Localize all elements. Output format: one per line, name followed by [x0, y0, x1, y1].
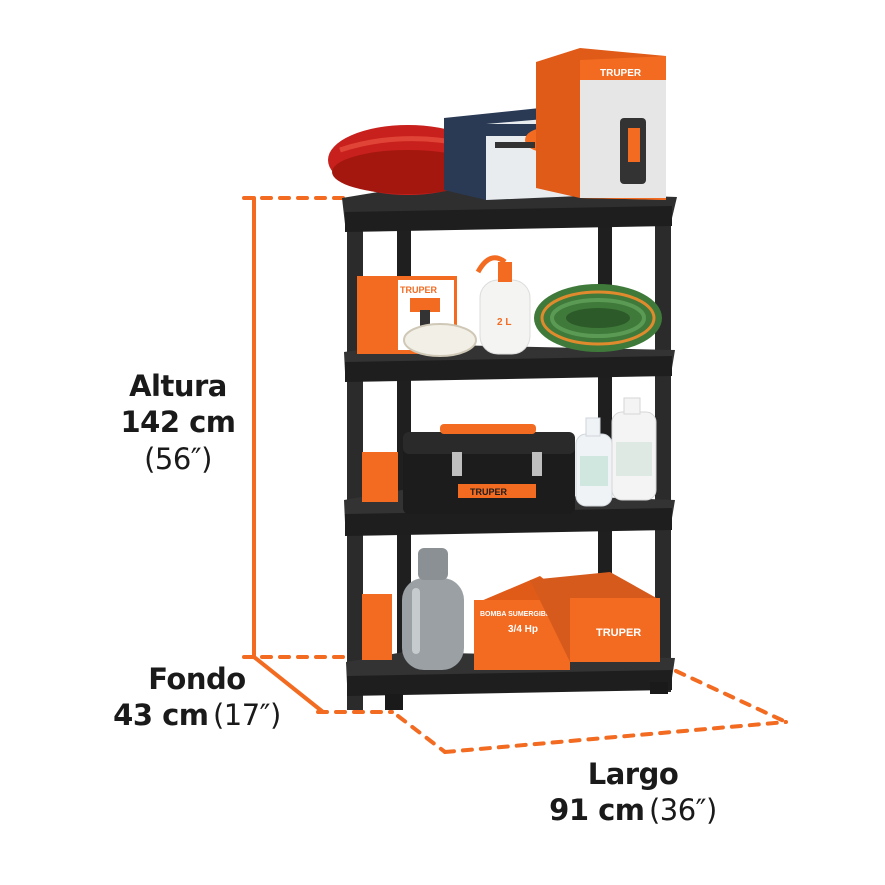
width-left-tick — [396, 714, 447, 754]
foot-left — [385, 694, 403, 710]
toolbox-latch-left — [452, 452, 462, 476]
detergent-bottle-small-cap — [585, 417, 601, 437]
detergent-bottle-small-label — [580, 456, 608, 486]
gas-tank-shine — [412, 588, 420, 654]
width-right-tick — [674, 669, 788, 724]
width-title: Largo — [587, 757, 679, 791]
pump-box-label: BOMBA SUMERGIBLE — [480, 611, 555, 618]
pressure-washer-brand: TRUPER — [600, 68, 642, 79]
sprayer-handle — [475, 255, 507, 274]
bottom-shelf-items: BOMBA SUMERGIBLE 3/4 Hp TRUPER — [362, 548, 660, 670]
top-shelf-items: TRUPER — [328, 48, 666, 200]
depth-imperial: (17″) — [212, 698, 281, 733]
toolbox-lid — [403, 432, 575, 454]
height-label: Altura 142 cm (56″) — [108, 368, 248, 477]
shelf-3-edge — [345, 508, 672, 536]
sprayer-neck — [498, 262, 512, 282]
right-bottom-box-front — [570, 598, 660, 662]
depth-title: Fondo — [148, 662, 246, 696]
height-title: Altura — [129, 369, 227, 403]
rope-coil — [403, 323, 477, 357]
pressure-washer-accent — [628, 128, 640, 162]
shelf-bottom-edge — [347, 670, 672, 696]
shelf-top-edge — [345, 206, 672, 232]
detergent-bottle-large-cap — [623, 397, 641, 415]
drill-handle — [420, 310, 430, 332]
dimension-lines — [242, 196, 788, 754]
garden-hose-ring-2 — [550, 298, 646, 338]
width-imperial: (36″) — [648, 793, 717, 828]
shelf-2-edge — [345, 356, 672, 382]
bottom-orange-box — [362, 594, 392, 660]
foot-right — [650, 682, 668, 694]
drill-graphic — [410, 298, 440, 312]
pump-box-hp: 3/4 Hp — [508, 624, 538, 635]
sprayer-label: 2 L — [497, 317, 511, 328]
detergent-bottle-large-label — [616, 442, 652, 476]
small-orange-box — [362, 452, 398, 502]
toolbox-latch-right — [532, 452, 542, 476]
gas-tank — [402, 578, 464, 670]
drill-box-brand: TRUPER — [400, 285, 438, 295]
third-shelf-items: TRUPER — [362, 397, 657, 514]
right-bottom-box-brand: TRUPER — [596, 627, 641, 639]
width-line — [443, 720, 788, 754]
height-imperial: (56″) — [144, 441, 212, 476]
garden-hose-center — [566, 308, 630, 328]
blower-nozzle — [495, 142, 535, 148]
toolbox-label-band — [458, 484, 536, 498]
gas-tank-collar — [418, 548, 448, 580]
toolbox-brand: TRUPER — [470, 487, 508, 497]
depth-line — [252, 655, 325, 714]
toolbox-handle — [440, 424, 536, 434]
garden-hose-ring — [540, 290, 656, 346]
height-metric: 142 cm — [120, 405, 236, 440]
depth-label: Fondo 43 cm (17″) — [112, 661, 282, 734]
width-metric: 91 cm — [549, 793, 645, 828]
width-label: Largo 91 cm (36″) — [548, 756, 718, 829]
second-shelf-items: TRUPER 2 L — [357, 255, 662, 357]
depth-metric: 43 cm — [113, 698, 209, 733]
